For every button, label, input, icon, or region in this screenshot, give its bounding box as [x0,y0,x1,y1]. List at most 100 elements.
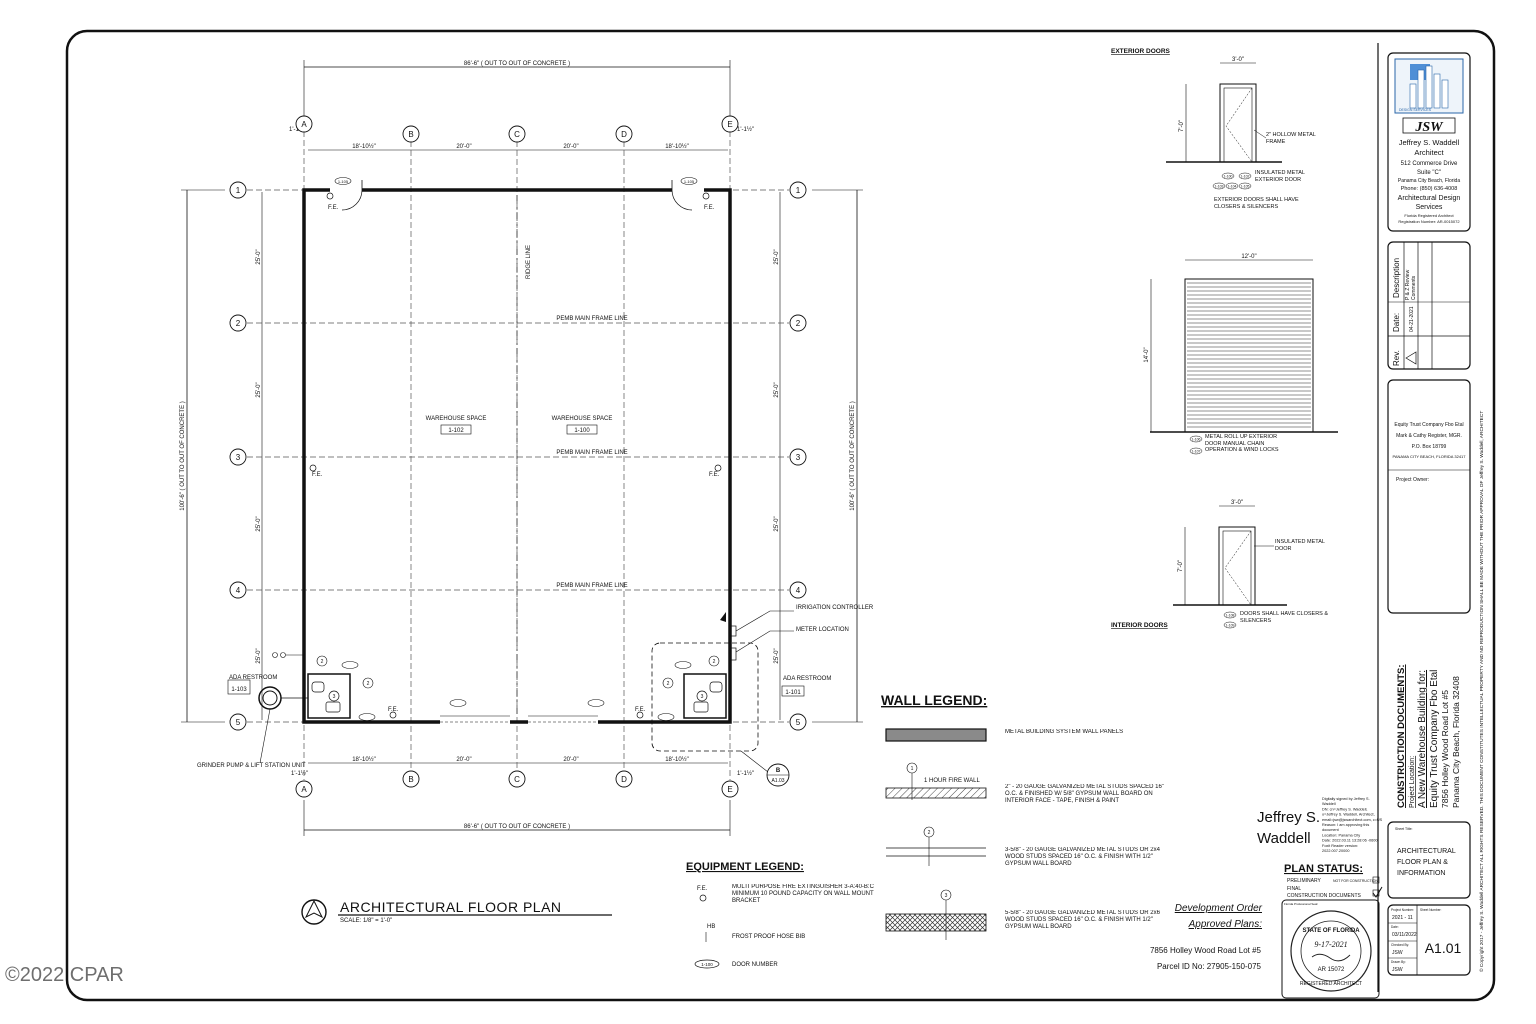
firm-registration-1: Florida Registered Architect [1404,213,1454,218]
sheet-border [65,29,1496,1002]
door-tag [341,661,359,669]
exterior-door-note: EXTERIOR DOORS SHALL HAVE CLOSERS & SILE… [1214,197,1299,210]
grid-label: 4 [236,586,241,595]
grid-label: B [408,775,413,784]
fire-extinguisher-icon [389,711,397,719]
dev-order-parcel: Parcel ID No: 27905-150-075 [1157,962,1262,971]
sheet-number: A1.01 [1425,940,1462,956]
svg-text:2: 2 [713,659,716,665]
bay-dim-23-right: 25'-0" [774,382,780,397]
fire-extinguisher-icon [326,192,334,200]
exterior-door-elevation [1219,83,1257,163]
toilet-icon [709,681,723,693]
warehouse-space-number-1: 1-102 [448,428,464,434]
bay-dim-34: 25'-0" [256,516,262,531]
wall-type-1: 2" - 20 GAUGE GALVANIZED METAL STUDS SPA… [1005,784,1164,804]
signature-detail-line: Reason: I am approving this [1322,823,1369,827]
dev-order-subheading: Approved Plans: [1188,919,1263,930]
fire-extinguisher-icon [309,464,317,472]
architect-seal: STATE OF FLORIDA 9-17-2021 AR 15072 REGI… [1290,910,1372,992]
door-tag [334,177,352,185]
interior-door-elevation [1218,526,1256,606]
wall-type-1-note: 1 HOUR FIRE WALL [924,778,980,784]
grinder-pump-label: GRINDER PUMP & LIFT STATION UNIT [197,763,306,769]
grid-label: 4 [796,586,801,595]
door-tag [657,713,675,721]
development-order: Development Order Approved Plans: 7856 H… [1150,903,1263,971]
wall-type-metal: METAL BUILDING SYSTEM WALL PANELS [1005,729,1124,735]
north-arrow-icon [301,899,327,925]
frame-line-label-2: PEMB MAIN FRAME LINE [556,316,627,322]
sheet-title-box [1387,821,1471,899]
signature-detail-line: Digitally signed by Jeffrey S. [1322,797,1370,801]
grid-label: 1 [236,186,241,195]
bay-dim-bc: 20'-0" [456,144,471,150]
signature-detail-line: Foxit Reader version: [1322,844,1358,848]
door-number-description: DOOR NUMBER [732,962,778,968]
edge-dim-tl: 1'-1½" [289,126,306,133]
grid-label: 3 [236,453,241,462]
grid-label: A [301,785,307,794]
fe-symbol: F.E. [697,886,708,892]
bay-dim-bc-bottom: 20'-0" [456,757,471,763]
firm-initials: JSW [1414,120,1444,135]
project-location: CONSTRUCTION DOCUMENTS: Project Location… [1396,664,1461,808]
fe-label: F.E. [635,707,646,713]
project-description: A New Warehouse Building for: [1417,670,1428,808]
firm-service-1: Architectural Design [1398,195,1461,202]
watermark: ©2022 CPAR [5,964,124,986]
firm-name: Jeffrey S. Waddell [1399,138,1460,147]
fe-label: F.E. [709,472,720,478]
check-icon [1372,886,1383,898]
rollup-door-elevation [1184,278,1314,433]
overall-dim-bottom: 86'-6" ( OUT TO OUT OF CONCRETE ) [464,824,570,830]
bay-dim-de-bottom: 18'-10½" [665,756,689,763]
grid-label: C [514,775,520,784]
fe-label: F.E. [328,205,339,211]
bay-dim-ab-bottom: 18'-10½" [352,756,376,763]
seal-license: AR 15072 [1318,967,1345,973]
ridge-line-label: RIDGE LINE [526,245,532,279]
project-client: Equity Trust Company Fbo Etal [1429,670,1440,808]
svg-text:2: 2 [367,681,370,687]
fe-label: F.E. [388,707,399,713]
firm-city: Panama City Beach, Florida [1398,178,1460,184]
title-block: DESIGN SERVICES JSW Jeffrey S. Waddell A… [1284,52,1485,976]
door-tag-number: 1-106 [1192,438,1201,442]
building-exterior-wall [302,188,732,724]
owner-city: PANAMA CITY BEACH, FLORIDA 32417 [1393,454,1467,459]
detail-sheet: A1.03 [771,778,784,784]
logo-caption: DESIGN SERVICES [1399,108,1432,112]
bay-dim-de: 18'-10½" [665,143,689,150]
restroom-right [683,673,727,719]
fire-extinguisher-icon [636,711,644,719]
seal-state: STATE OF FLORIDA [1302,928,1360,934]
overall-dim-right: 100'-6" ( OUT TO OUT OF CONCRETE ) [850,401,856,511]
grid-label: 5 [236,718,241,727]
signature-detail-line: email=jsw@jswarchitect.com, c=US [1322,818,1383,822]
drawing-scale: SCALE: 1/8" = 1'-0" [340,918,392,924]
fire-extinguisher-icon [699,894,707,902]
firm-address-2: Suite "C" [1417,170,1441,176]
status-final: FINAL [1287,886,1301,892]
firm-address-1: 512 Commerce Drive [1401,161,1458,167]
floor-plan: 86'-6" ( OUT TO OUT OF CONCRETE ) 86'-6"… [180,60,874,836]
equipment-legend-heading: EQUIPMENT LEGEND: [686,861,804,873]
project-number-label: Project Number: [1391,908,1414,912]
edge-dim-bl: 1'-1½" [291,770,308,777]
wall-tag-1: 1 [911,766,914,772]
grid-label: A [301,120,307,129]
date-column-header: Date: [1392,313,1401,332]
wall-tag-2: 2 [928,830,931,836]
exterior-door-description: INSULATED METAL EXTERIOR DOOR [1255,170,1305,183]
exterior-door-height: 7'-0" [1179,120,1185,132]
door-tag [358,713,376,721]
owner-po-box: P.O. Box 18799 [1412,444,1447,450]
fe-description: MULTI PURPOSE FIRE EXTINGUISHER 3-A:40-B… [732,884,874,904]
door-tag-number: 1-105 [338,179,349,184]
door-tag-number: 1-100 [1224,175,1233,179]
toilet-icon [311,681,325,693]
description-column-header: Description [1392,258,1401,298]
drawn-by: JSW [1392,967,1403,973]
interior-doors-heading: INTERIOR DOORS [1111,622,1168,629]
